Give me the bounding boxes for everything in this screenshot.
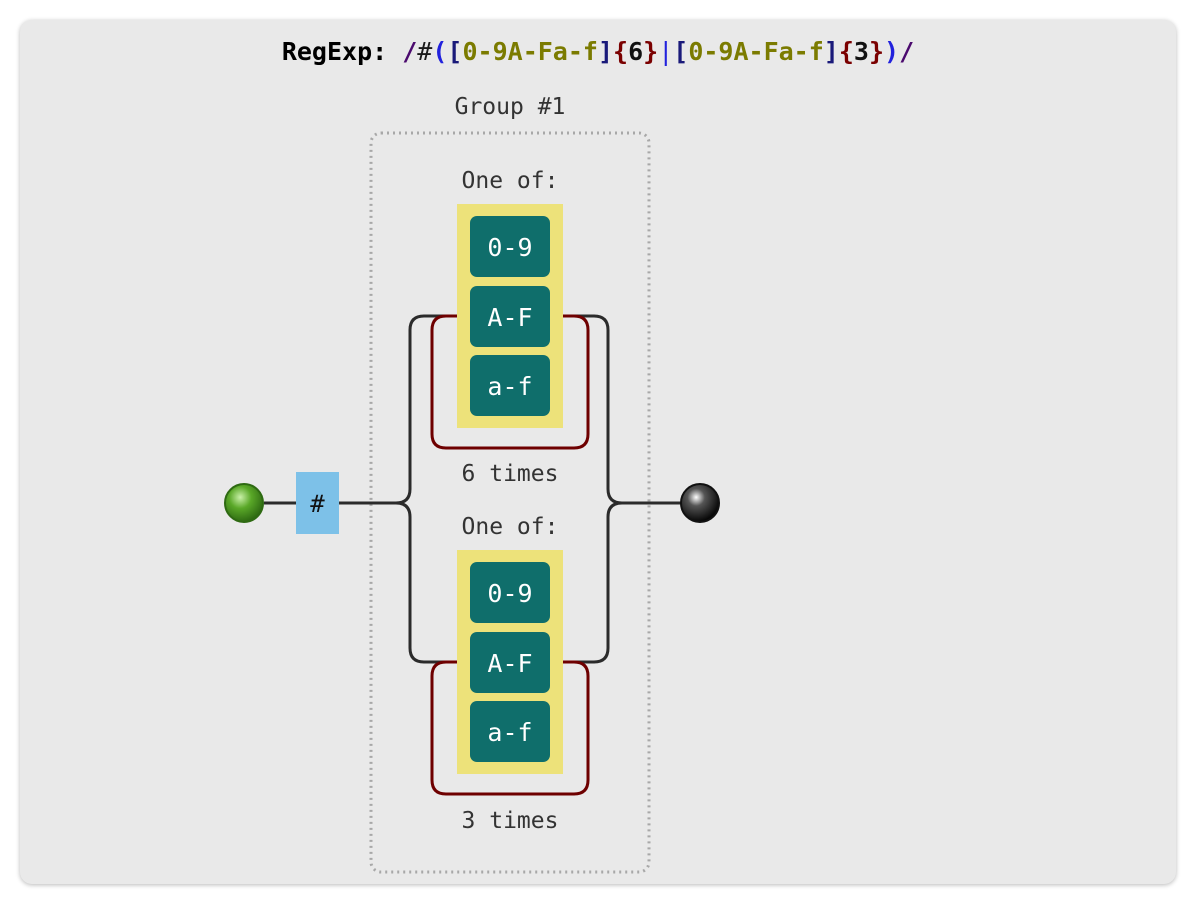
start-node-icon xyxy=(224,483,264,523)
range-text: a-f xyxy=(487,718,532,747)
connector-lines xyxy=(264,314,682,664)
regexp-open-slash: / xyxy=(402,37,418,66)
range-box xyxy=(470,701,550,762)
range-box xyxy=(470,216,550,277)
diagram-card xyxy=(20,20,1176,884)
regexp-quant2-open: { xyxy=(838,37,854,66)
regexp-class1-close: ] xyxy=(597,37,614,66)
repeat-label-lower: 3 times xyxy=(462,808,559,834)
one-of-label-lower: One of: xyxy=(462,514,559,540)
line-join-upper xyxy=(562,314,623,505)
branch-upper: One of: 0-9 A-F a-f 6 times xyxy=(457,168,563,487)
regexp-literal: # xyxy=(417,37,433,66)
literal-text: # xyxy=(310,490,325,518)
range-text: a-f xyxy=(487,372,532,401)
range-box xyxy=(470,286,550,347)
repeat-label-upper: 6 times xyxy=(462,461,559,487)
end-node-icon xyxy=(680,483,720,523)
line-join-lower xyxy=(562,501,623,664)
line-split-upper xyxy=(395,314,458,505)
regexp-class2-close: ] xyxy=(823,37,839,66)
range-text: 0-9 xyxy=(487,233,532,262)
line-split-lower xyxy=(395,501,458,664)
regexp-quant1-open: { xyxy=(613,37,629,66)
regexp-class1-body: 0-9A-Fa-f xyxy=(462,37,598,66)
repeat-loop-3 xyxy=(430,660,590,796)
regexp-quant1-num: 6 xyxy=(628,37,644,66)
group-label: Group #1 xyxy=(455,94,566,120)
regexp-close-paren: ) xyxy=(884,37,900,66)
regexp-label: RegExp: xyxy=(281,37,388,66)
regexp-quant2-num: 3 xyxy=(853,37,869,66)
regexp-class2-body: 0-9A-Fa-f xyxy=(688,37,824,66)
regexp-quant2-close: } xyxy=(868,37,885,66)
one-of-label-upper: One of: xyxy=(462,168,559,194)
regexp-class1-open: [ xyxy=(447,37,463,66)
range-text: A-F xyxy=(487,303,532,332)
range-text: A-F xyxy=(487,649,532,678)
regexp-pipe: | xyxy=(658,37,674,66)
repeat-loop-6 xyxy=(430,314,590,450)
range-text: 0-9 xyxy=(487,579,532,608)
range-box xyxy=(470,562,550,623)
branch-lower: One of: 0-9 A-F a-f 3 times xyxy=(457,514,563,834)
regexp-class2-open: [ xyxy=(673,37,689,66)
literal-box xyxy=(296,472,339,534)
regexp-quant1-close: } xyxy=(643,37,659,66)
regexp-close-slash: / xyxy=(899,37,915,66)
range-box xyxy=(470,632,550,693)
regexp-open-paren: ( xyxy=(432,37,448,66)
range-box xyxy=(470,355,550,416)
regexp-title: RegExp: /#([0-9A-Fa-f]{6}|[0-9A-Fa-f]{3}… xyxy=(20,34,1176,70)
